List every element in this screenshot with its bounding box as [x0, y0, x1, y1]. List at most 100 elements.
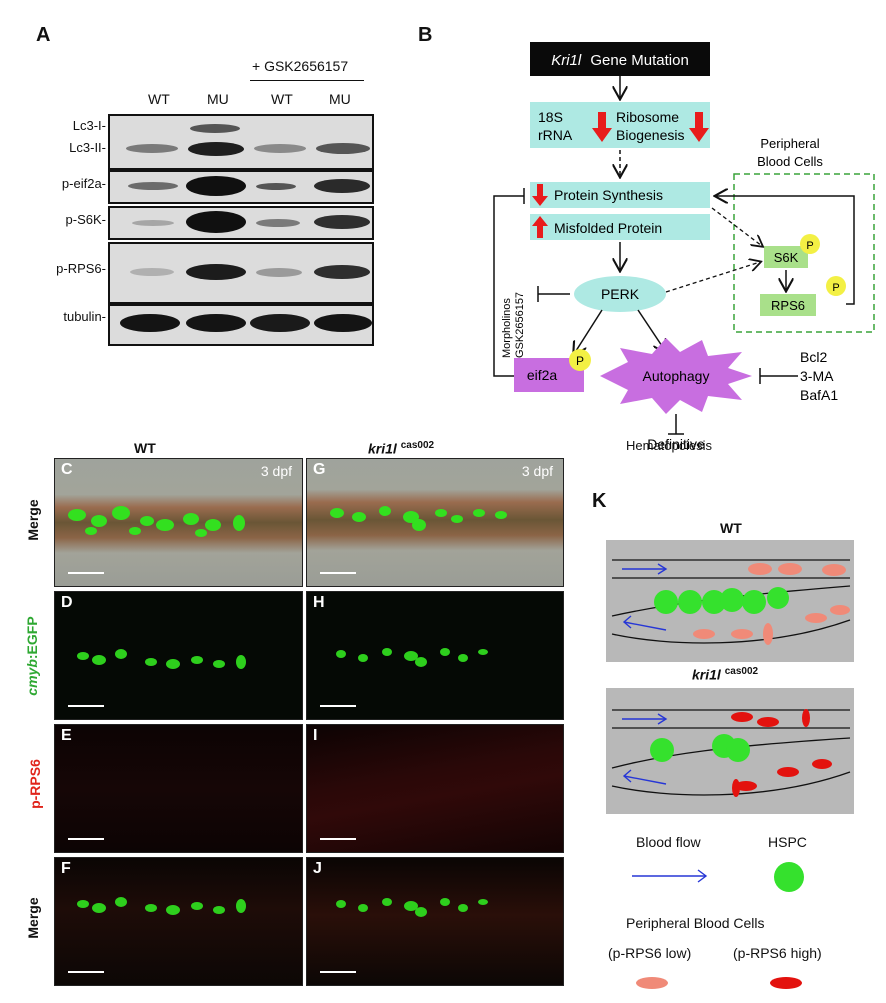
rrna-line1: 18S	[538, 109, 563, 125]
legend-pbc-label: Peripheral Blood Cells	[626, 915, 765, 931]
auto-inh-3: BafA1	[800, 387, 838, 403]
mutation-gene: Kri1l	[551, 52, 582, 69]
legend-blood-flow-arrow-icon	[632, 869, 708, 883]
mutant-allele: cas002	[400, 440, 435, 451]
legend-hspc-label: HSPC	[768, 834, 807, 850]
misfolded-protein: Misfolded Protein	[554, 220, 662, 236]
blot-label-tubulin: tubulin-	[63, 309, 106, 324]
panel-b-label: B	[418, 24, 433, 46]
mutation-rest: Gene Mutation	[590, 52, 688, 69]
legend-low-label: (p-RPS6 low)	[608, 945, 692, 961]
auto-inh-1: Bcl2	[800, 349, 827, 365]
micro-panel-f: F	[54, 857, 303, 986]
blot-col-2: MU	[207, 91, 229, 107]
blot-lc3	[108, 114, 374, 170]
eif2a: eif2a	[527, 367, 558, 383]
micro-panel-g: G 3 dpf	[306, 458, 564, 587]
inhibitor-line1: Morpholinos	[501, 298, 513, 358]
blot-label-p-rps6: p-RPS6-	[56, 261, 106, 276]
down-arrow-icon	[592, 112, 612, 142]
panel-k-label: K	[592, 490, 607, 512]
blot-p-s6k	[108, 206, 374, 240]
blot-label-p-s6k: p-S6K-	[65, 212, 106, 227]
row-label-prps6: p-RPS6	[27, 759, 43, 809]
tag-j: J	[313, 860, 322, 877]
svg-text:Kri1l Gene Mutation: Kri1l Gene Mutation	[551, 52, 689, 69]
scale-bar	[320, 971, 356, 973]
legend-hspc-icon	[774, 862, 804, 892]
phospho-rps6: P	[832, 282, 839, 294]
k-mutant-gene: kri1l	[692, 666, 721, 683]
dpf-c: 3 dpf	[260, 463, 292, 479]
blot-label-lc3-ii: Lc3-II-	[69, 140, 106, 155]
legend-low-cell-icon	[636, 977, 668, 989]
col-title-mutant: kri1l cas002	[368, 440, 434, 457]
k-mutant-title: kri1l cas002	[692, 666, 758, 683]
k-mutant-schematic	[606, 688, 854, 814]
scale-bar	[320, 705, 356, 707]
cmyb-rest: :EGFP	[24, 616, 40, 660]
tag-d: D	[61, 594, 73, 611]
treatment-label: + GSK2656157	[252, 58, 349, 74]
peripheral-line2: Blood Cells	[757, 154, 823, 169]
blot-col-1: WT	[148, 91, 170, 107]
treatment-bracket	[250, 80, 364, 81]
down-arrow-icon	[532, 184, 548, 206]
blot-label-lc3-i: Lc3-I-	[72, 118, 106, 133]
tag-e: E	[61, 727, 72, 744]
micro-panel-d: D	[54, 591, 303, 720]
s6k: S6K	[774, 250, 799, 265]
blot-col-4: MU	[329, 91, 351, 107]
blot-tubulin	[108, 304, 374, 346]
blot-p-rps6	[108, 242, 374, 304]
tag-g: G	[313, 461, 326, 478]
row-label-merge-bottom: Merge	[25, 897, 41, 939]
k-wt-schematic	[606, 540, 854, 662]
autophagy: Autophagy	[643, 368, 710, 384]
scale-bar	[68, 572, 104, 574]
legend-blood-flow-label: Blood flow	[636, 834, 701, 850]
scale-bar	[320, 838, 356, 840]
auto-inh-2: 3-MA	[800, 368, 834, 384]
micro-panel-c: C 3 dpf	[54, 458, 303, 587]
tag-f: F	[61, 860, 71, 877]
row-label-cmyb: cmyb:EGFP	[24, 606, 40, 706]
col-title-wt: WT	[134, 440, 156, 456]
panel-a-label: A	[36, 24, 51, 46]
tag-i: I	[313, 727, 318, 744]
micro-panel-e: E	[54, 724, 303, 853]
phospho-eif2a: P	[576, 354, 584, 368]
scale-bar	[68, 838, 104, 840]
pathway-diagram: Kri1l Gene Mutation 18S rRNA Ribosome Bi…	[493, 42, 875, 452]
k-mutant-allele: cas002	[724, 666, 759, 677]
legend-high-cell-icon	[770, 977, 802, 989]
micro-panel-h: H	[306, 591, 564, 720]
cmyb-gene: cmyb	[24, 659, 40, 696]
phospho-s6k: P	[806, 240, 813, 252]
row-label-merge-top: Merge	[25, 499, 41, 541]
ribo-line2: Biogenesis	[616, 127, 685, 143]
tag-c: C	[61, 461, 73, 478]
blot-col-3: WT	[271, 91, 293, 107]
rps6: RPS6	[771, 298, 805, 313]
blot-p-eif2a	[108, 170, 374, 204]
rrna-line2: rRNA	[538, 127, 573, 143]
mutant-gene: kri1l	[368, 440, 397, 457]
legend-high-label: (p-RPS6 high)	[733, 945, 822, 961]
micro-panel-i: I	[306, 724, 564, 853]
ribo-line1: Ribosome	[616, 109, 679, 125]
outcome-line1: Definitive	[647, 436, 705, 452]
blot-label-p-eif2a: p-eif2a-	[61, 176, 106, 191]
down-arrow-icon	[689, 112, 709, 142]
protein-synthesis: Protein Synthesis	[554, 187, 663, 203]
scale-bar	[320, 572, 356, 574]
inhibitor-line2: GSK2656157	[514, 292, 526, 358]
outcome-line2: Hematopoiesis	[626, 438, 712, 453]
peripheral-line1: Peripheral	[760, 136, 819, 151]
dpf-g: 3 dpf	[521, 463, 553, 479]
scale-bar	[68, 705, 104, 707]
tag-h: H	[313, 594, 325, 611]
perk: PERK	[601, 286, 640, 302]
scale-bar	[68, 971, 104, 973]
micro-panel-j: J	[306, 857, 564, 986]
